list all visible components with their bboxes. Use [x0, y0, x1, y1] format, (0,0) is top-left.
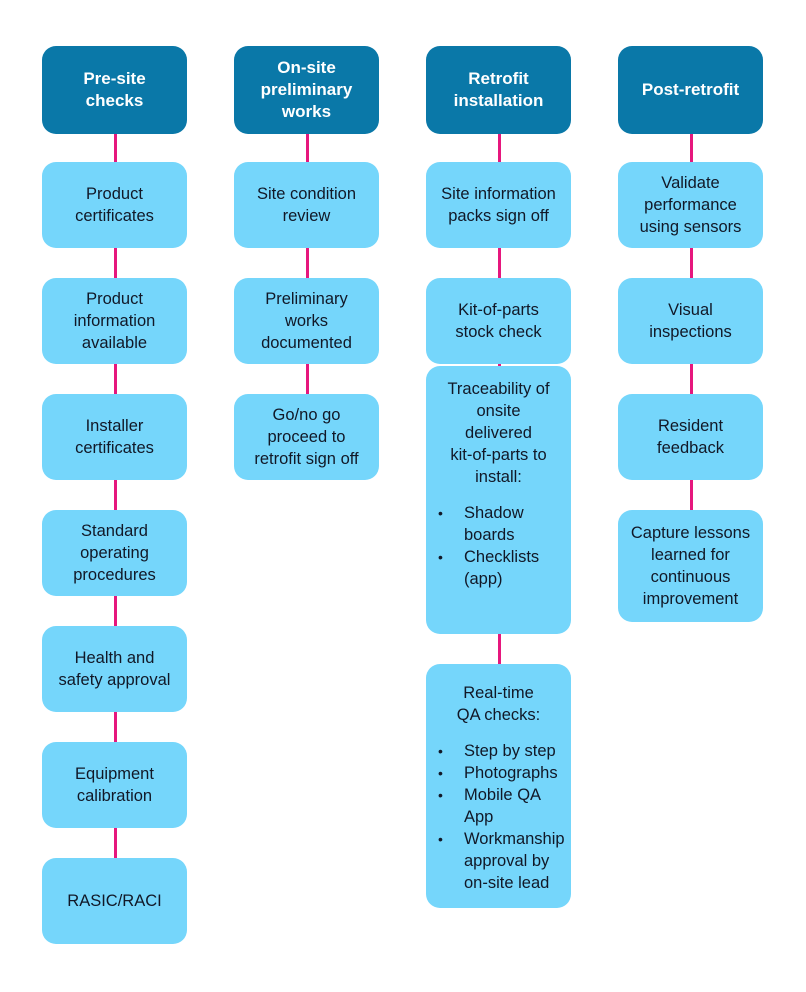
- step-box: Traceability of onsite delivered kit-of-…: [426, 366, 571, 634]
- step-box: RASIC/RACI: [42, 858, 187, 944]
- step-box: Go/no go proceed to retrofit sign off: [234, 394, 379, 480]
- column-header-pre-site-checks: Pre-site checks: [42, 46, 187, 134]
- step-box: Real-time QA checks: Step by step Photog…: [426, 664, 571, 908]
- bullet-item: Step by step: [434, 740, 563, 762]
- bullet-item: Workmanship approval by on-site lead: [434, 828, 565, 894]
- step-box: Equipment calibration: [42, 742, 187, 828]
- step-box: Site condition review: [234, 162, 379, 248]
- step-box: Product information available: [42, 278, 187, 364]
- column-header-label: Post-retrofit: [641, 80, 740, 99]
- step-label: Kit-of-parts stock check: [455, 301, 542, 341]
- column-header-on-site-preliminary-works: On-site preliminary works: [234, 46, 379, 134]
- step-box: Installer certificates: [42, 394, 187, 480]
- step-label: Capture lessons learned for continuous i…: [630, 524, 751, 608]
- step-label: RASIC/RACI: [67, 892, 162, 910]
- step-box: Visual inspections: [618, 278, 763, 364]
- bullet-item: Shadow boards: [434, 502, 563, 546]
- step-label: Traceability of onsite delivered kit-of-…: [447, 380, 550, 486]
- bullet-item: Photographs: [434, 762, 563, 784]
- step-box: Standard operating procedures: [42, 510, 187, 596]
- bullet-item: Mobile QA App: [434, 784, 563, 828]
- bullet-list: Step by step Photographs Mobile QA App W…: [434, 740, 565, 894]
- column-header-post-retrofit: Post-retrofit: [618, 46, 763, 134]
- step-label: Site information packs sign off: [441, 185, 556, 225]
- column-header-label: On-site preliminary works: [260, 58, 353, 121]
- bullet-item: Checklists (app): [434, 546, 563, 590]
- step-box: Validate performance using sensors: [618, 162, 763, 248]
- step-label: Go/no go proceed to retrofit sign off: [254, 406, 359, 468]
- step-label: Product certificates: [75, 185, 154, 225]
- step-box: Resident feedback: [618, 394, 763, 480]
- step-label: Preliminary works documented: [261, 290, 352, 352]
- step-box: Capture lessons learned for continuous i…: [618, 510, 763, 622]
- step-label: Site condition review: [256, 185, 357, 225]
- column-header-label: Retrofit installation: [453, 69, 544, 110]
- step-label: Visual inspections: [649, 301, 732, 341]
- step-box: Kit-of-parts stock check: [426, 278, 571, 364]
- step-label: Validate performance using sensors: [639, 174, 742, 236]
- step-label: Resident feedback: [657, 417, 724, 457]
- step-label: Health and safety approval: [58, 649, 171, 689]
- bullet-list: Shadow boards Checklists (app): [434, 502, 563, 590]
- step-box: Health and safety approval: [42, 626, 187, 712]
- step-label: Real-time QA checks:: [456, 684, 541, 724]
- column-header-label: Pre-site checks: [83, 69, 146, 110]
- step-label: Equipment calibration: [75, 765, 154, 805]
- step-label: Standard operating procedures: [73, 522, 156, 584]
- step-box: Site information packs sign off: [426, 162, 571, 248]
- column-header-retrofit-installation: Retrofit installation: [426, 46, 571, 134]
- step-box: Product certificates: [42, 162, 187, 248]
- step-label: Installer certificates: [75, 417, 154, 457]
- step-box: Preliminary works documented: [234, 278, 379, 364]
- step-label: Product information available: [73, 290, 156, 352]
